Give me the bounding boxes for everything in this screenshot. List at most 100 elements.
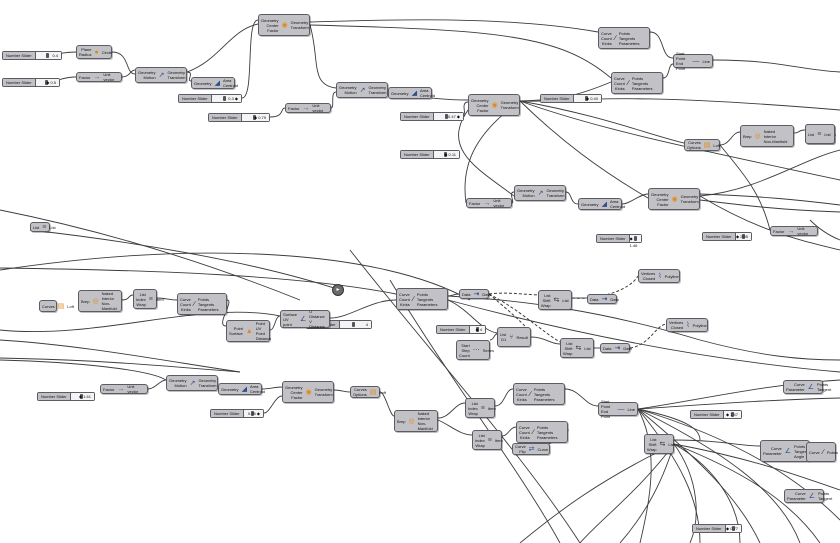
- output-param[interactable]: Points: [533, 386, 545, 392]
- input-param[interactable]: Options: [687, 145, 701, 150]
- output-param[interactable]: Geometry: [198, 378, 216, 383]
- output-param[interactable]: Loft: [713, 142, 721, 148]
- output-param[interactable]: Tangent: [816, 387, 832, 392]
- output-param[interactable]: Naked: [101, 291, 114, 296]
- output-param[interactable]: Centroid: [249, 389, 266, 394]
- input-param[interactable]: Brep: [743, 133, 752, 139]
- slider-track[interactable]: ◆ 0.11: [433, 151, 459, 158]
- component-node[interactable]: Curve∕Points: [806, 442, 838, 462]
- input-param[interactable]: End Point: [601, 409, 611, 419]
- input-param[interactable]: Motion: [522, 193, 535, 198]
- input-param[interactable]: Options: [353, 392, 367, 397]
- component-node[interactable]: Data⇥Data: [600, 343, 632, 353]
- number-slider[interactable]: Number Slider◆ 0.11: [400, 150, 460, 159]
- number-slider[interactable]: Number Slider◆ 2.05: [702, 232, 752, 241]
- input-param[interactable]: Center: [290, 389, 303, 395]
- slider-knob[interactable]: [443, 152, 447, 157]
- input-param[interactable]: Surface: [283, 311, 297, 317]
- input-param[interactable]: Wrap: [475, 442, 485, 448]
- input-param[interactable]: Vertices: [641, 271, 656, 276]
- output-param[interactable]: Tangents: [536, 429, 554, 435]
- output-param[interactable]: Transform: [680, 199, 699, 204]
- input-param[interactable]: Geometry: [651, 191, 669, 197]
- relay-node-icon[interactable]: ▸: [332, 284, 344, 296]
- input-param[interactable]: Parameter: [786, 387, 805, 392]
- output-param[interactable]: Non-Manifold: [417, 421, 433, 431]
- input-param[interactable]: Start: [461, 342, 470, 348]
- input-param[interactable]: Curves: [354, 387, 367, 392]
- output-param[interactable]: Transform: [500, 105, 519, 110]
- input-param[interactable]: Count: [459, 352, 470, 358]
- slider-knob[interactable]: [730, 412, 734, 417]
- number-slider[interactable]: Number Slider◆ 0.5: [2, 78, 60, 87]
- output-param[interactable]: Transform: [546, 193, 565, 198]
- output-param[interactable]: Tangents: [631, 80, 649, 86]
- input-param[interactable]: Index: [468, 405, 478, 411]
- slider-knob[interactable]: [223, 96, 227, 101]
- output-param[interactable]: Item: [494, 437, 503, 443]
- input-param[interactable]: Curve: [516, 386, 527, 392]
- output-param[interactable]: Unit vector: [312, 103, 324, 113]
- input-param[interactable]: Data: [603, 345, 612, 351]
- output-param[interactable]: Loft: [379, 389, 387, 395]
- input-param[interactable]: Kinks: [180, 306, 191, 312]
- input-param[interactable]: Kinks: [399, 301, 410, 307]
- output-param[interactable]: Transform: [198, 383, 217, 388]
- input-param[interactable]: Center: [656, 196, 669, 202]
- component-node[interactable]: List≡List: [805, 124, 835, 144]
- output-param[interactable]: Area: [609, 199, 619, 204]
- input-param[interactable]: Wrap: [468, 410, 478, 416]
- input-param[interactable]: Brep: [81, 298, 90, 304]
- input-param[interactable]: List: [478, 432, 485, 438]
- output-param[interactable]: Circle: [101, 49, 112, 55]
- input-param[interactable]: Brep: [397, 418, 406, 424]
- input-param[interactable]: Start Point: [676, 51, 686, 61]
- output-param[interactable]: Parameters: [197, 306, 219, 312]
- output-param[interactable]: Naked: [417, 411, 430, 416]
- output-param[interactable]: Area: [222, 78, 232, 83]
- output-param[interactable]: Centroid: [222, 83, 239, 88]
- input-param[interactable]: Shift: [542, 297, 551, 303]
- input-param[interactable]: List: [471, 400, 478, 406]
- output-param[interactable]: Series: [482, 347, 495, 353]
- input-param[interactable]: Curve: [614, 75, 625, 81]
- input-param[interactable]: Motion: [174, 383, 187, 388]
- slider-track[interactable]: ◆ 4: [469, 326, 485, 333]
- output-param[interactable]: Points: [817, 491, 830, 496]
- number-slider[interactable]: Number Slider◆ 1.46: [596, 234, 642, 248]
- input-param[interactable]: Parameter: [787, 496, 806, 501]
- input-param[interactable]: Factor: [477, 107, 489, 113]
- output-param[interactable]: Geometry: [314, 387, 333, 392]
- input-param[interactable]: List: [544, 292, 551, 298]
- output-param[interactable]: Parameters: [536, 434, 558, 440]
- output-param[interactable]: Points: [816, 382, 829, 387]
- input-param[interactable]: Wrap: [136, 301, 146, 307]
- input-param[interactable]: Shift: [648, 441, 657, 447]
- slider-knob[interactable]: [79, 394, 83, 399]
- input-param[interactable]: Geometry: [339, 85, 357, 90]
- output-param[interactable]: Centroid: [609, 204, 626, 209]
- output-param[interactable]: Centroid: [419, 93, 436, 98]
- input-param[interactable]: Kinks: [601, 40, 612, 46]
- slider-track[interactable]: ◆ 2.05: [735, 233, 751, 240]
- output-param[interactable]: Points: [197, 296, 209, 302]
- output-param[interactable]: Unit vector: [103, 72, 115, 82]
- output-param[interactable]: Data: [623, 345, 632, 351]
- output-param[interactable]: Geometry: [500, 100, 519, 105]
- output-param[interactable]: Result: [516, 334, 528, 340]
